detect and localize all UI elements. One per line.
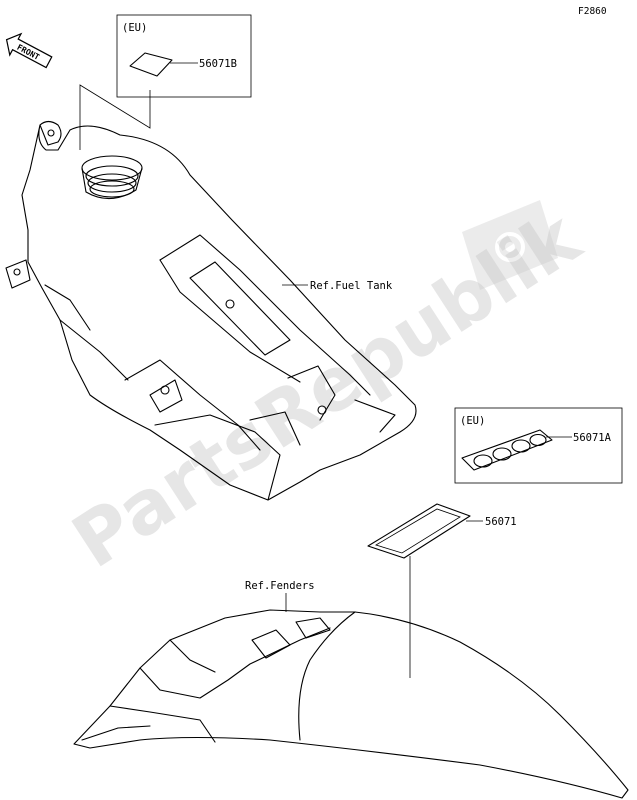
label-56071: 56071 [367, 503, 517, 678]
eu-tag-top: (EU) [122, 22, 147, 34]
eu-tag-right: (EU) [460, 415, 485, 427]
ref-fenders-label: Ref.Fenders [245, 580, 315, 592]
rear-fender [73, 609, 629, 799]
label-56071b-shape [129, 52, 173, 77]
eu-label-box-right: (EU) 56071A [454, 407, 623, 484]
label-56071a-shape [461, 429, 553, 471]
fuel-tank [5, 120, 417, 501]
front-arrow-icon: FRONT [5, 32, 53, 69]
part-number-56071b: 56071B [199, 58, 237, 70]
watermark-gear-icon [462, 200, 558, 290]
part-number-56071: 56071 [485, 516, 517, 528]
eu-label-box-top: (EU) 56071B [116, 14, 252, 98]
ref-fuel-tank-label: Ref.Fuel Tank [310, 280, 393, 292]
leader-56071b [79, 84, 151, 150]
part-number-56071a: 56071A [573, 432, 612, 444]
figure-code: F2860 [578, 6, 607, 17]
